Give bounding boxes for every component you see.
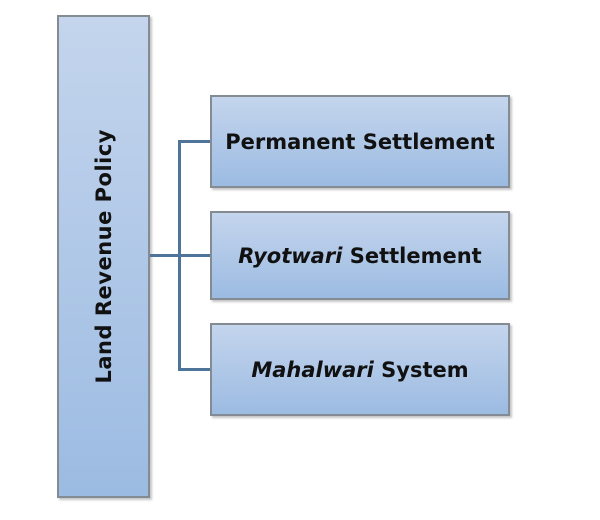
child-node-label-italic: Ryotwari [238, 243, 343, 268]
connector-branch-permanent [180, 140, 210, 143]
child-node-label-regular: Settlement [342, 243, 482, 268]
root-node-land-revenue-policy: Land Revenue Policy [57, 15, 150, 498]
child-node-mahalwari-system: Mahalwari System [210, 323, 510, 416]
child-node-permanent-settlement: Permanent Settlement [210, 95, 510, 188]
connector-branch-mahalwari [180, 368, 210, 371]
root-node-label: Land Revenue Policy [91, 129, 116, 384]
child-node-label-italic: Mahalwari [251, 357, 374, 382]
child-node-label: Permanent Settlement [225, 130, 495, 154]
child-node-label: Mahalwari System [251, 358, 468, 382]
connector-trunk [178, 140, 181, 371]
child-node-label-regular: System [373, 357, 469, 382]
child-node-label: Ryotwari Settlement [238, 244, 481, 268]
child-node-ryotwari-settlement: Ryotwari Settlement [210, 211, 510, 300]
child-node-label-regular: Permanent Settlement [225, 129, 495, 154]
